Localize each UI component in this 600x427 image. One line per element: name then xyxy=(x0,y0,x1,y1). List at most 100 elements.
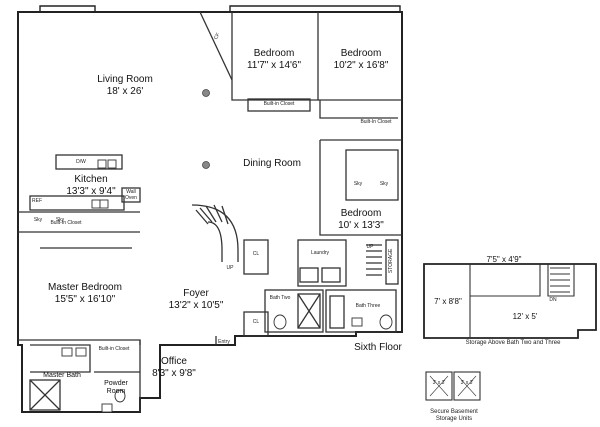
foyer-dims: 13'2" x 10'5" xyxy=(168,299,224,311)
storage-label: STORAGE xyxy=(388,246,395,276)
sink xyxy=(351,317,363,327)
closet-label-bedroom: Built-in Closet xyxy=(250,101,308,108)
kitchen-dims: 13'3" x 9'4" xyxy=(66,185,116,197)
bedroom-2-name: Bedroom xyxy=(340,48,382,59)
foyer-name: Foyer xyxy=(183,288,209,299)
master-bath-name: Master Bath xyxy=(43,372,81,379)
up-label-storage-text: UP xyxy=(366,244,374,250)
powder-room-label: Powder Room xyxy=(98,380,134,396)
closet-label-kitchen-text: Built-In Closet xyxy=(50,220,82,226)
basement-unit-2-dims: 3' x 3' xyxy=(460,380,474,386)
stair-curve xyxy=(207,221,223,262)
storage-partition xyxy=(470,264,541,297)
sink xyxy=(107,159,117,169)
closet-1 xyxy=(243,239,269,275)
bath-two-label: Bath Two xyxy=(266,295,294,302)
bedroom-1-label: Bedroom 11'7" x 14'6" xyxy=(236,48,312,71)
foyer-label: Foyer 13'2" x 10'5" xyxy=(158,288,234,311)
up-label-storage: UP xyxy=(364,244,376,251)
laundry-label: Laundry xyxy=(304,250,336,257)
basement-unit xyxy=(425,371,453,401)
washer xyxy=(299,267,319,283)
kitchen-name: Kitchen xyxy=(74,174,108,185)
storage-box xyxy=(385,239,399,285)
skylight-frame xyxy=(345,149,399,201)
closet-label-bedroom-text: Built-in Closet xyxy=(263,101,295,107)
bath-three-room xyxy=(325,289,397,333)
basement-unit xyxy=(453,371,481,401)
master-tub xyxy=(29,379,61,411)
kitchen-label: Kitchen 13'3" x 9'4" xyxy=(52,174,130,197)
up-label-stair: UP xyxy=(224,265,236,272)
skylight-label-3-text: Sky xyxy=(33,217,43,223)
storage-caption-text: Storage Above Bath Two and Three xyxy=(465,340,561,346)
master-bedroom-name: Master Bedroom xyxy=(48,282,122,293)
bedroom-3-label: Bedroom 10' x 13'3" xyxy=(326,208,396,231)
storage-dn-label: DN xyxy=(546,297,560,304)
bedroom-1-name: Bedroom xyxy=(253,48,295,59)
storage-stairs xyxy=(366,244,382,276)
bedroom2-wall xyxy=(319,100,398,119)
toilet xyxy=(273,314,287,330)
cl-label-2-text: CL xyxy=(252,319,260,325)
ref-label: REF xyxy=(30,198,44,205)
kitchen-counter xyxy=(55,154,123,170)
sink xyxy=(101,403,113,413)
bedroom-3-name: Bedroom xyxy=(340,208,382,219)
tub-diagonal xyxy=(29,379,61,411)
bath-two-room xyxy=(264,289,324,333)
entry-label: Entry xyxy=(216,339,232,346)
office-label: Office 8'3" x 9'8" xyxy=(142,356,206,379)
window-recess xyxy=(39,5,401,12)
bedroom-3-dims: 10' x 13'3" xyxy=(338,219,384,231)
closet-2 xyxy=(243,311,269,337)
laundry-room xyxy=(297,239,347,287)
up-label-stair-text: UP xyxy=(226,265,234,271)
bath-three-label-text: Bath Three xyxy=(355,303,381,309)
bedroom-2-dims: 10'2" x 16'8" xyxy=(333,59,389,71)
storage-label-text: STORAGE xyxy=(388,248,395,274)
skylight-label-1: Sky xyxy=(352,181,364,188)
master-bath-label: Master Bath xyxy=(30,372,94,380)
basement-caption-line2: Storage Units xyxy=(435,415,473,422)
wall-oven-label: Wall Oven xyxy=(120,189,142,202)
shower xyxy=(297,293,321,329)
laundry-label-text: Laundry xyxy=(310,250,330,256)
closet-label-kitchen: Built-In Closet xyxy=(46,220,86,227)
sink xyxy=(75,347,87,357)
wall-oven xyxy=(121,187,141,203)
storage-stairs xyxy=(550,267,570,293)
skylight-label-2: Sky xyxy=(378,181,390,188)
sink xyxy=(91,199,101,209)
basement-x xyxy=(429,375,477,397)
entry-label-text: Entry xyxy=(218,339,230,345)
dryer xyxy=(321,267,341,283)
storage-room-3-dims: 12' x 5' xyxy=(512,312,538,321)
bedroom-2-label: Bedroom 10'2" x 16'8" xyxy=(322,48,400,71)
stairs xyxy=(195,204,229,225)
skylight-label-4-text: Sky xyxy=(55,217,65,223)
diagonal-wall xyxy=(199,11,233,81)
master-bedroom-label: Master Bedroom 15'5" x 16'10" xyxy=(30,282,140,305)
storage-room-1-label: 7'5" x 4'9" xyxy=(472,255,536,264)
stair-curve xyxy=(191,204,239,262)
living-room-dims: 18' x 26' xyxy=(106,85,144,97)
storage-caption: Storage Above Bath Two and Three xyxy=(430,340,596,347)
kitchen-island xyxy=(29,195,125,211)
storage-stairs-rail xyxy=(547,264,575,297)
cl-label-1: CL xyxy=(248,251,264,258)
floor-label-text: Sixth Floor xyxy=(354,342,402,353)
living-room-name: Living Room xyxy=(97,74,153,85)
office-name: Office xyxy=(161,356,187,367)
dining-room-name: Dining Room xyxy=(243,158,301,169)
basement-unit-1-dims: 3' x 3' xyxy=(432,380,446,386)
bedroom-closet xyxy=(247,98,311,112)
closet-label-dining-text: Built-In Closet xyxy=(360,119,392,125)
storage-outline xyxy=(423,263,597,339)
dw-label: D/W xyxy=(74,159,88,166)
bath-three-label: Bath Three xyxy=(352,303,384,310)
ref-label-text: REF xyxy=(32,198,42,204)
closet-label-dining: Built-In Closet xyxy=(356,119,396,126)
toilet xyxy=(379,314,393,330)
